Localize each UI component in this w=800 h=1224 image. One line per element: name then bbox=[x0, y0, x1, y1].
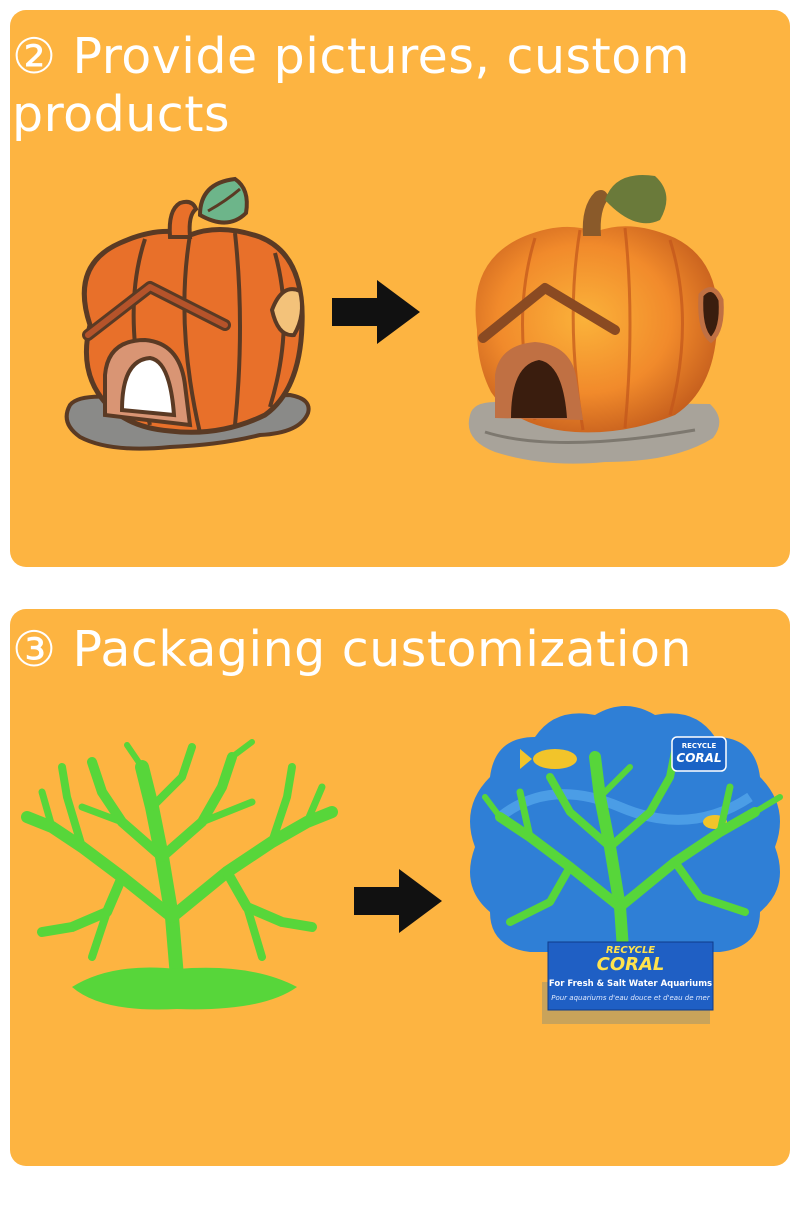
section-heading-custom-products: ② Provide pictures, custom products bbox=[12, 28, 690, 143]
pumpkin-sketch-image bbox=[64, 176, 311, 451]
packaged-coral-photo: RECYCLE CORAL RECYCLE CORAL For Fresh & … bbox=[460, 697, 790, 1037]
package-badge: RECYCLE CORAL bbox=[672, 741, 726, 765]
package-badge-top: RECYCLE bbox=[681, 742, 717, 750]
custom-products-panel: ② Provide pictures, custom products bbox=[10, 10, 790, 567]
package-label-main: CORAL bbox=[596, 954, 665, 975]
package-label-sub: For Fresh & Salt Water Aquariums bbox=[548, 979, 713, 989]
green-coral-image bbox=[21, 739, 338, 1010]
arrow-right-icon bbox=[354, 869, 442, 933]
packaging-panel: ③ Packaging customization bbox=[10, 609, 790, 1166]
package-label-fine: Pour aquariums d'eau douce et d'eau de m… bbox=[551, 994, 710, 1002]
package-label: RECYCLE CORAL For Fresh & Salt Water Aqu… bbox=[548, 942, 713, 1010]
package-badge-bottom: CORAL bbox=[676, 751, 722, 765]
section-heading-packaging: ③ Packaging customization bbox=[12, 621, 692, 678]
arrow-right-icon bbox=[332, 280, 420, 344]
pumpkin-product-photo bbox=[468, 175, 724, 464]
package-label-top: RECYCLE bbox=[605, 945, 656, 956]
